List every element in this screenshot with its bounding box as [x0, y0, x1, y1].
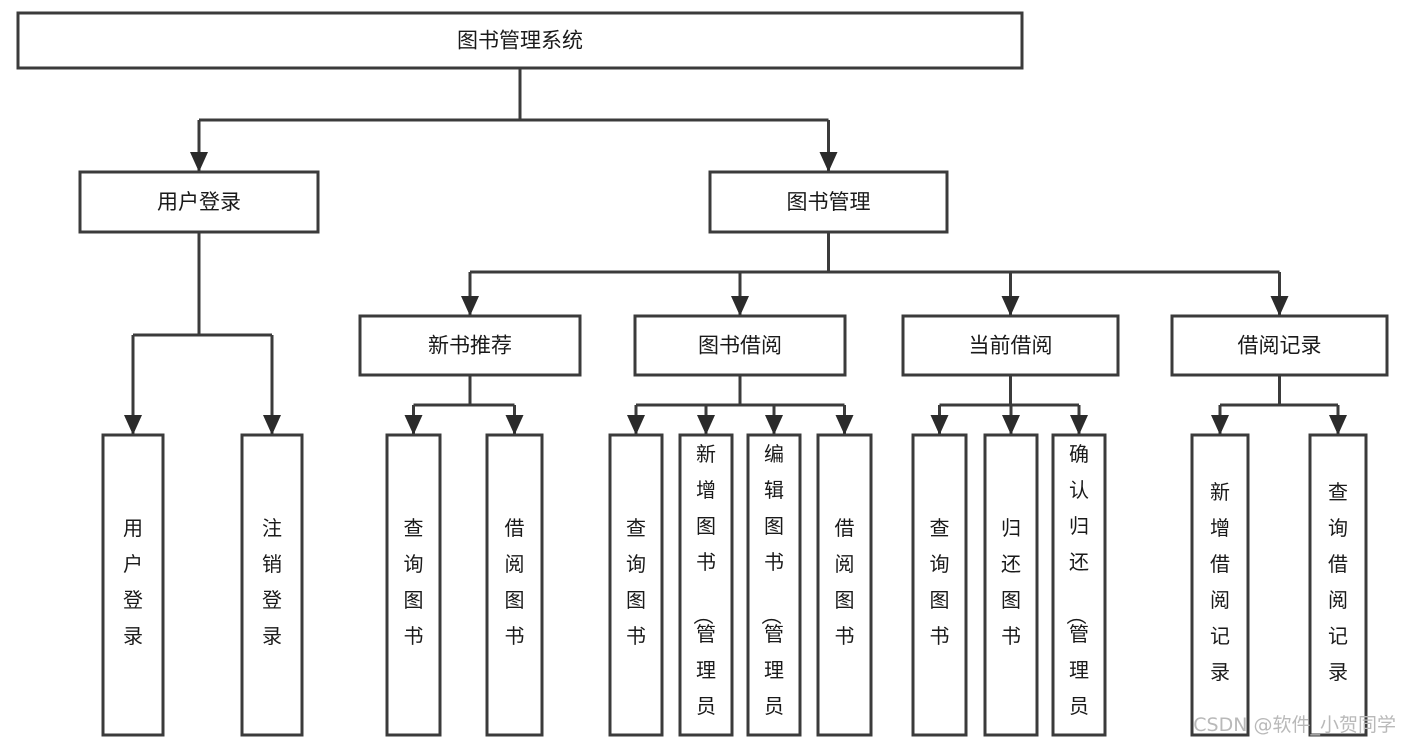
- arrow-head-icon: [1070, 415, 1088, 435]
- arrow-head-icon: [404, 415, 423, 435]
- node-box[interactable]: [101, 433, 165, 737]
- arrow-head-icon: [1329, 415, 1347, 435]
- node-leaf-leaf-query-book-2[interactable]: 查询图书: [608, 433, 664, 737]
- node-box[interactable]: [901, 314, 1120, 377]
- arrow-head-icon: [930, 415, 949, 435]
- arrow-head-icon: [1211, 415, 1229, 435]
- arrow-head-icon: [731, 296, 749, 316]
- node-box[interactable]: [16, 11, 1024, 70]
- arrow-head-icon: [1002, 415, 1020, 435]
- node-label: 查询图书: [404, 516, 424, 648]
- node-level2-borrow-record[interactable]: 借阅记录: [1170, 314, 1389, 377]
- connector-layer: [124, 68, 1347, 435]
- node-label: 查询图书: [930, 516, 950, 648]
- node-label: 新书推荐: [428, 334, 512, 358]
- node-box[interactable]: [1190, 433, 1250, 737]
- node-label: 查询借阅记录: [1328, 480, 1348, 684]
- node-box[interactable]: [678, 433, 734, 737]
- node-box[interactable]: [1308, 433, 1368, 737]
- arrow-head-icon: [835, 415, 854, 435]
- node-leaf-leaf-query-borrow-record[interactable]: 查询借阅记录: [1308, 433, 1368, 737]
- node-label: 新增图书（管理员）: [691, 442, 716, 747]
- connector-group-new-book-recommend: [404, 375, 524, 435]
- node-label: 编辑图书（管理员）: [759, 442, 784, 747]
- csdn-watermark: CSDN @软件_小贺同学: [1193, 714, 1396, 736]
- node-leaf-leaf-borrow-book-2[interactable]: 借阅图书: [816, 433, 873, 737]
- node-box[interactable]: [78, 170, 320, 234]
- node-label: 查询图书: [626, 516, 646, 648]
- node-box[interactable]: [485, 433, 544, 737]
- connector-group-book-borrow: [627, 375, 854, 435]
- connector-group-borrow-record: [1211, 375, 1347, 435]
- node-box[interactable]: [240, 433, 304, 737]
- node-box[interactable]: [911, 433, 968, 737]
- arrow-head-icon: [461, 296, 479, 316]
- node-box[interactable]: [633, 314, 847, 377]
- node-leaf-leaf-edit-book-admin[interactable]: 编辑图书（管理员）: [746, 433, 802, 747]
- node-label: 确认归还（管理员）: [1064, 442, 1089, 747]
- connector-group-current-borrow: [930, 375, 1088, 435]
- arrow-head-icon: [697, 415, 715, 435]
- node-label: 借阅图书: [505, 516, 525, 648]
- node-level1-book-manage[interactable]: 图书管理: [708, 170, 949, 234]
- node-label: 图书借阅: [698, 334, 782, 358]
- node-leaf-leaf-return-book[interactable]: 归还图书: [983, 433, 1039, 737]
- node-label: 图书管理: [787, 190, 871, 214]
- node-box[interactable]: [358, 314, 582, 377]
- node-box[interactable]: [983, 433, 1039, 737]
- arrow-head-icon: [1270, 296, 1289, 316]
- node-layer: 图书管理系统用户登录图书管理新书推荐图书借阅当前借阅借阅记录用户登录注销登录查询…: [16, 11, 1389, 747]
- node-box[interactable]: [746, 433, 802, 737]
- node-label: 借阅记录: [1238, 334, 1322, 358]
- node-leaf-leaf-logout-login[interactable]: 注销登录: [240, 433, 304, 737]
- arrow-head-icon: [1001, 296, 1020, 316]
- node-leaf-leaf-add-borrow-record[interactable]: 新增借阅记录: [1190, 433, 1250, 737]
- node-root[interactable]: 图书管理系统: [16, 11, 1024, 70]
- arrow-head-icon: [124, 415, 142, 435]
- node-label: 借阅图书: [835, 516, 855, 648]
- node-label: 归还图书: [1001, 516, 1021, 648]
- node-box[interactable]: [816, 433, 873, 737]
- node-label: 注销登录: [262, 516, 282, 648]
- node-label: 用户登录: [123, 516, 143, 648]
- node-leaf-leaf-borrow-book-1[interactable]: 借阅图书: [485, 433, 544, 737]
- node-leaf-leaf-query-book-1[interactable]: 查询图书: [385, 433, 442, 737]
- arrow-head-icon: [263, 415, 281, 435]
- node-level2-current-borrow[interactable]: 当前借阅: [901, 314, 1120, 377]
- node-label: 新增借阅记录: [1210, 480, 1230, 684]
- node-label: 当前借阅: [969, 334, 1053, 358]
- node-box[interactable]: [708, 170, 949, 234]
- connector-group-book-manage: [461, 232, 1289, 316]
- node-leaf-leaf-add-book-admin[interactable]: 新增图书（管理员）: [678, 433, 734, 747]
- node-leaf-leaf-query-book-3[interactable]: 查询图书: [911, 433, 968, 737]
- arrow-head-icon: [190, 152, 208, 172]
- arrow-head-icon: [627, 415, 645, 435]
- node-box[interactable]: [1170, 314, 1389, 377]
- node-level1-user-login[interactable]: 用户登录: [78, 170, 320, 234]
- node-label: 用户登录: [157, 190, 241, 214]
- node-box[interactable]: [385, 433, 442, 737]
- arrow-head-icon: [505, 415, 524, 435]
- node-leaf-leaf-confirm-return-admin[interactable]: 确认归还（管理员）: [1051, 433, 1107, 747]
- node-leaf-leaf-user-login[interactable]: 用户登录: [101, 433, 165, 737]
- arrow-head-icon: [819, 152, 838, 172]
- node-box[interactable]: [608, 433, 664, 737]
- connector-group-user-login: [124, 232, 281, 435]
- arrow-head-icon: [765, 415, 783, 435]
- node-level2-book-borrow[interactable]: 图书借阅: [633, 314, 847, 377]
- connector-group-root: [190, 68, 838, 172]
- node-box[interactable]: [1051, 433, 1107, 737]
- node-level2-new-book-recommend[interactable]: 新书推荐: [358, 314, 582, 377]
- node-label: 图书管理系统: [457, 29, 583, 53]
